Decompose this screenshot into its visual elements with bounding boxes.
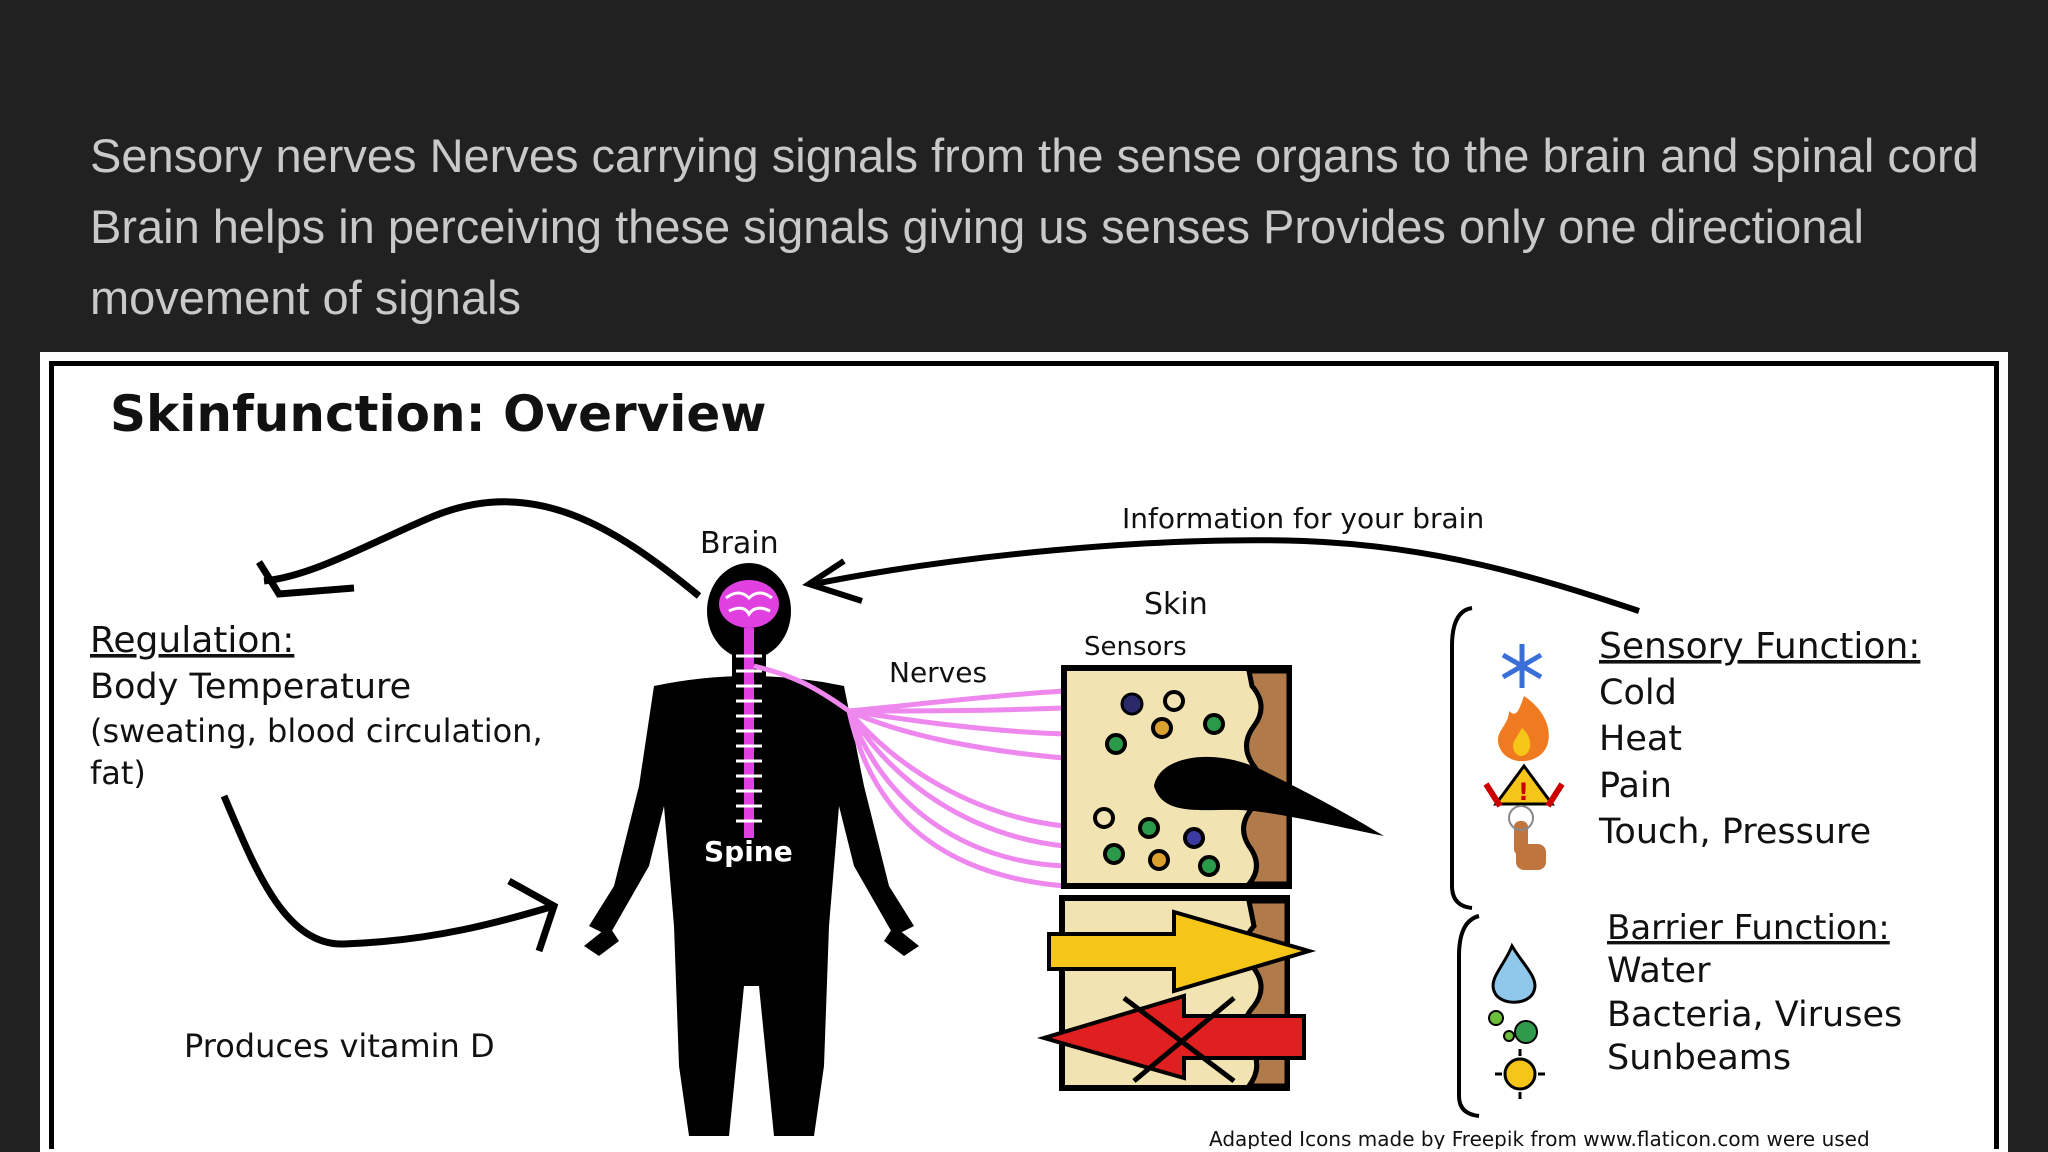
- sun-icon: [1495, 1049, 1545, 1099]
- skin-diagram: Skinfunction: Overview Regulation: Body …: [90, 385, 1920, 1149]
- bacteria-icon: [1488, 1010, 1538, 1044]
- fire-icon: [1497, 696, 1549, 762]
- skin-section-sensors: [1061, 665, 1384, 889]
- vitamin-d-label: Produces vitamin D: [184, 1027, 495, 1065]
- slide-body-text: Sensory nerves Nerves carrying signals f…: [90, 129, 1979, 324]
- sensory-item-cold: Cold: [1599, 673, 1677, 713]
- nerves-label: Nerves: [889, 656, 987, 689]
- incoming-arrow: [1047, 909, 1317, 994]
- information-label: Information for your brain: [1122, 502, 1484, 535]
- snowflake-icon: [1501, 644, 1543, 688]
- svg-text:!: !: [1518, 778, 1529, 806]
- regulation-arrow-bottom-head: [507, 877, 559, 953]
- spine-label: Spine: [704, 835, 793, 868]
- barrier-heading: Barrier Function:: [1607, 908, 1890, 948]
- brain-icon: [719, 580, 779, 628]
- regulation-arrow-bottom: [220, 794, 556, 948]
- barrier-item-sunbeams: Sunbeams: [1607, 1038, 1791, 1078]
- sensory-item-pain: Pain: [1599, 766, 1672, 806]
- sensory-item-heat: Heat: [1599, 719, 1682, 759]
- spine-graphic: [736, 628, 762, 838]
- barrier-bracket: [1457, 914, 1480, 1118]
- figure-title: Skinfunction: Overview: [110, 385, 766, 443]
- skin-label: Skin: [1144, 587, 1208, 622]
- information-arrow-head: [802, 558, 863, 604]
- regulation-heading: Regulation:: [90, 620, 294, 661]
- sensory-item-touch: Touch, Pressure: [1598, 812, 1871, 852]
- regulation-line1: Body Temperature: [90, 667, 411, 707]
- regulation-line2: (sweating, blood circulation,: [90, 712, 543, 750]
- sensory-heading: Sensory Function:: [1599, 626, 1920, 667]
- touch-hand-icon: [1508, 805, 1546, 870]
- sensory-bracket: [1450, 606, 1473, 910]
- pain-warning-icon: !: [1483, 763, 1565, 808]
- regulation-line3: fat): [90, 754, 146, 792]
- brain-label: Brain: [700, 526, 779, 561]
- sensors-label: Sensors: [1084, 632, 1187, 662]
- icon-credit: Adapted Icons made by Freepik from www.f…: [1209, 1127, 1870, 1149]
- regulation-arrow-top-head: [256, 560, 355, 598]
- water-drop-icon: [1491, 942, 1537, 1004]
- skin-section-barrier: [1036, 895, 1317, 1091]
- nerve-lines: [753, 663, 1065, 889]
- barrier-item-bacteria: Bacteria, Viruses: [1607, 995, 1902, 1035]
- skin-function-figure: Skinfunction: Overview Regulation: Body …: [40, 352, 2008, 1152]
- barrier-item-water: Water: [1607, 951, 1711, 991]
- information-arrow: [813, 537, 1640, 614]
- regulation-arrow-top: [263, 498, 702, 599]
